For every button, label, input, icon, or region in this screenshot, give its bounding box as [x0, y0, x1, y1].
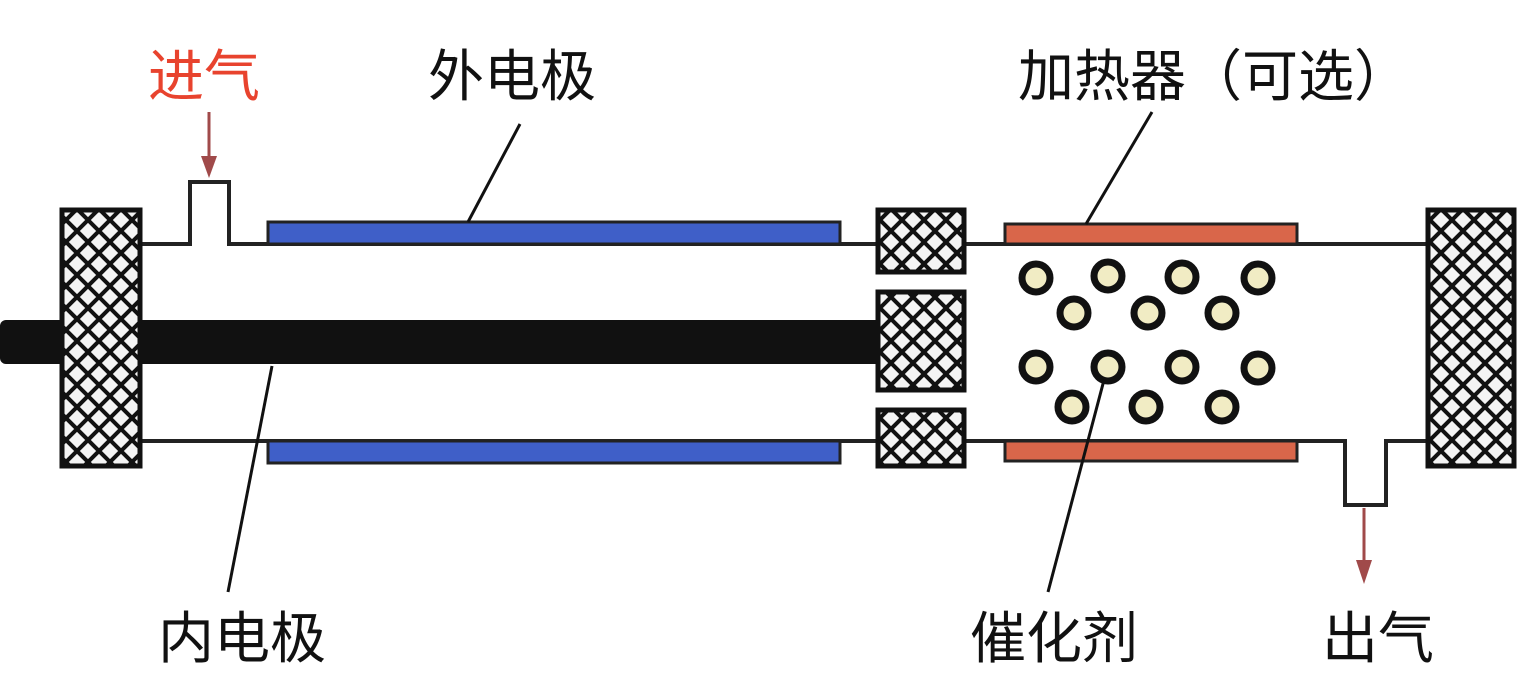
catalyst-pellets: [1018, 258, 1276, 425]
catalyst-pellet: [1204, 389, 1240, 425]
catalyst-pellet: [1018, 260, 1054, 296]
catalyst-pellet: [1090, 349, 1126, 385]
catalyst-pellet: [1164, 259, 1200, 295]
catalyst-pellet: [1054, 389, 1090, 425]
inner-electrode-leader: [226, 365, 274, 593]
catalyst-pellet: [1164, 349, 1200, 385]
catalyst-leader: [1046, 379, 1106, 593]
catalyst-pellet: [1128, 389, 1164, 425]
heater: [1003, 222, 1299, 463]
end-caps: [59, 207, 1517, 469]
catalyst-pellet: [1090, 258, 1126, 294]
catalyst-pellet: [1056, 295, 1092, 331]
heater-label: 加热器（可选）: [1018, 45, 1410, 110]
catalyst-pellet: [1018, 349, 1054, 385]
right-end-cap: [1425, 207, 1517, 469]
leader-lines: [226, 111, 1154, 593]
catalyst-pellet: [1240, 260, 1276, 296]
catalyst-pellet: [1204, 295, 1240, 331]
catalyst-pellet: [1130, 295, 1166, 331]
inner-electrode-rod: [0, 320, 890, 364]
outer-electrode-leader: [466, 123, 522, 223]
gas-outlet-label: 出气: [1322, 607, 1434, 672]
catalyst-label: 催化剂: [970, 607, 1138, 672]
separator-bottom: [875, 407, 967, 469]
left-end-cap: [59, 207, 143, 469]
outer-electrode: [266, 220, 842, 465]
heater-leader: [1084, 111, 1154, 225]
outer-electrode-label: 外电极: [428, 45, 596, 110]
gas-flow-arrows: [201, 112, 1372, 584]
gas-inlet-label: 进气: [148, 45, 260, 110]
inner-electrode-label: 内电极: [158, 607, 326, 672]
separator-middle: [875, 289, 967, 393]
separator-top: [875, 207, 967, 275]
catalyst-pellet: [1240, 350, 1276, 386]
